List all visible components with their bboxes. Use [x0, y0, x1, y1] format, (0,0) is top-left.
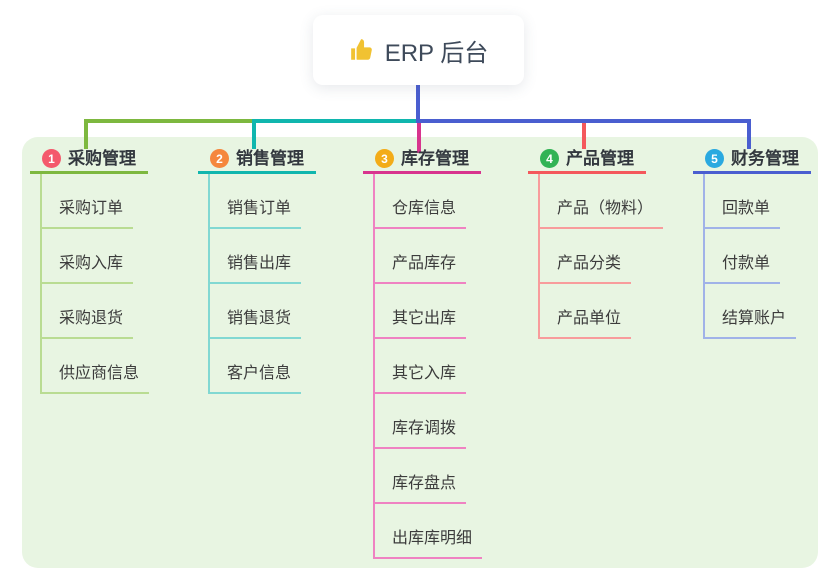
- child-node[interactable]: 其它出库: [375, 284, 467, 339]
- branch-column: 4 产品管理 产品（物料） 产品分类 产品单位: [528, 146, 664, 339]
- child-node[interactable]: 供应商信息: [42, 339, 150, 394]
- branch-column: 1 采购管理 采购订单 采购入库 采购退货 供应商信息: [30, 146, 150, 394]
- connector-drop-4: [582, 119, 586, 149]
- child-node[interactable]: 销售退货: [210, 284, 302, 339]
- child-label: 客户信息: [227, 365, 292, 382]
- child-label: 结算账户: [722, 310, 787, 327]
- branches-panel: [22, 137, 818, 568]
- child-node[interactable]: 出库库明细: [375, 504, 483, 559]
- child-label: 产品（物料）: [557, 200, 654, 217]
- branch-label: 财务管理: [731, 149, 799, 168]
- child-label: 采购退货: [59, 310, 124, 327]
- branch-label: 销售管理: [236, 149, 304, 168]
- child-node[interactable]: 结算账户: [705, 284, 797, 339]
- child-label: 销售退货: [227, 310, 292, 327]
- branch-number-badge: 4: [540, 149, 559, 168]
- connector-bus-middle: [252, 119, 420, 123]
- child-node[interactable]: 产品（物料）: [540, 174, 664, 229]
- branch-node[interactable]: 1 采购管理: [30, 146, 148, 174]
- branch-children: 销售订单 销售出库 销售退货 客户信息: [208, 174, 316, 394]
- branch-children: 仓库信息 产品库存 其它出库 其它入库 库存调拨 库存盘点 出库库明细: [373, 174, 483, 559]
- child-node[interactable]: 采购入库: [42, 229, 134, 284]
- branch-column: 2 销售管理 销售订单 销售出库 销售退货 客户信息: [198, 146, 316, 394]
- child-label: 销售出库: [227, 255, 292, 272]
- child-label: 仓库信息: [392, 200, 457, 217]
- connector-drop-1: [84, 119, 88, 149]
- child-node[interactable]: 产品库存: [375, 229, 467, 284]
- root-label: ERP 后台: [384, 39, 489, 67]
- child-node[interactable]: 库存盘点: [375, 449, 467, 504]
- connector-bus-left: [84, 119, 256, 123]
- connector-root-stem: [416, 84, 420, 119]
- child-label: 采购入库: [59, 255, 124, 272]
- branch-number-badge: 3: [375, 149, 394, 168]
- child-label: 销售订单: [227, 200, 292, 217]
- child-node[interactable]: 客户信息: [210, 339, 302, 394]
- child-node[interactable]: 其它入库: [375, 339, 467, 394]
- child-label: 其它出库: [392, 310, 457, 327]
- child-node[interactable]: 付款单: [705, 229, 781, 284]
- child-node[interactable]: 仓库信息: [375, 174, 467, 229]
- child-node[interactable]: 销售订单: [210, 174, 302, 229]
- child-label: 付款单: [722, 255, 771, 272]
- branch-number-badge: 1: [42, 149, 61, 168]
- child-node[interactable]: 产品分类: [540, 229, 632, 284]
- child-label: 产品库存: [392, 255, 457, 272]
- branch-children: 采购订单 采购入库 采购退货 供应商信息: [40, 174, 150, 394]
- branch-children: 回款单 付款单 结算账户: [703, 174, 811, 339]
- child-label: 回款单: [722, 200, 771, 217]
- branch-number-badge: 2: [210, 149, 229, 168]
- child-label: 产品分类: [557, 255, 622, 272]
- child-node[interactable]: 库存调拨: [375, 394, 467, 449]
- branch-column: 5 财务管理 回款单 付款单 结算账户: [693, 146, 811, 339]
- child-node[interactable]: 产品单位: [540, 284, 632, 339]
- child-node[interactable]: 回款单: [705, 174, 781, 229]
- child-label: 采购订单: [59, 200, 124, 217]
- child-label: 库存盘点: [392, 475, 457, 492]
- connector-drop-5: [747, 119, 751, 149]
- branch-node[interactable]: 3 库存管理: [363, 146, 481, 174]
- connector-drop-2: [252, 119, 256, 149]
- child-node[interactable]: 采购退货: [42, 284, 134, 339]
- branch-node[interactable]: 4 产品管理: [528, 146, 646, 174]
- root-node[interactable]: ERP 后台: [313, 15, 524, 85]
- child-label: 库存调拨: [392, 420, 457, 437]
- child-label: 其它入库: [392, 365, 457, 382]
- child-node[interactable]: 销售出库: [210, 229, 302, 284]
- child-label: 供应商信息: [59, 365, 140, 382]
- branch-children: 产品（物料） 产品分类 产品单位: [538, 174, 664, 339]
- thumbs-up-icon: [349, 37, 375, 63]
- branch-number-badge: 5: [705, 149, 724, 168]
- child-label: 出库库明细: [392, 530, 473, 547]
- connector-drop-3: [417, 119, 421, 153]
- branch-node[interactable]: 2 销售管理: [198, 146, 316, 174]
- connector-bus-right: [416, 119, 751, 123]
- child-node[interactable]: 采购订单: [42, 174, 134, 229]
- branch-column: 3 库存管理 仓库信息 产品库存 其它出库 其它入库 库存调拨 库存盘点 出库库…: [363, 146, 483, 559]
- child-label: 产品单位: [557, 310, 622, 327]
- branch-node[interactable]: 5 财务管理: [693, 146, 811, 174]
- branch-label: 库存管理: [401, 149, 469, 168]
- branch-label: 产品管理: [566, 149, 634, 168]
- branch-label: 采购管理: [68, 149, 136, 168]
